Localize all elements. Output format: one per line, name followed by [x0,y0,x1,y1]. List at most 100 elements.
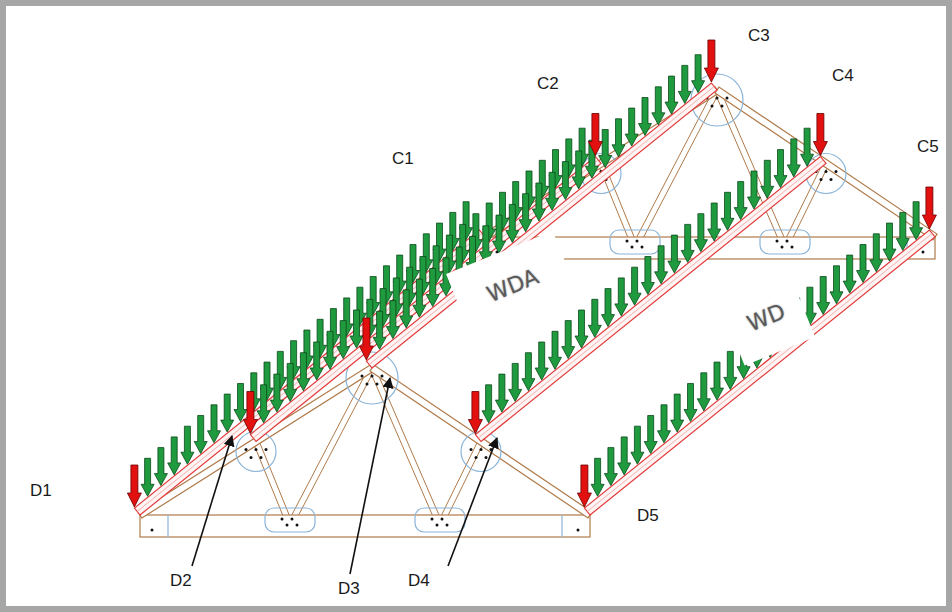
load-arrow [168,437,181,475]
load-arrow [604,448,617,486]
truss [138,352,592,537]
gusset-plate [610,230,660,254]
load-arrow [830,266,843,304]
nail-dot [296,524,299,527]
load-arrow [724,351,737,389]
load-arrow [692,55,705,93]
load-arrow [857,245,870,283]
gusset-plate [760,230,810,254]
load-arrow [575,310,588,348]
nail-dot [361,375,364,378]
callout-label: D2 [170,572,192,591]
load-arrow [154,448,167,486]
load-arrow [181,426,194,464]
nail-dot [820,178,823,181]
load-arrow [572,151,585,189]
callout-label: D3 [338,580,360,599]
load-arrow [493,215,506,253]
load-arrow [655,246,668,284]
load-arrow [684,384,697,422]
load-arrow [883,223,896,261]
load-arrow [270,374,283,412]
load-arrow [509,363,522,401]
nail-dot [376,383,379,386]
load-arrow [194,416,207,454]
frame [3,3,949,609]
purlin-edge [253,160,598,438]
purlin-edge [137,233,482,511]
purlin-member [134,230,485,515]
nail-dot [577,529,580,532]
nail-dot [485,456,488,459]
nail-dot [781,246,784,249]
nail-dot [641,246,644,249]
load-arrow [734,182,747,220]
nail-dot [291,518,294,521]
load-arrow [257,385,270,423]
load-arrow [426,269,439,307]
load-arrow [910,202,923,240]
load-arrow [373,311,386,349]
load-arrow [681,224,694,262]
nail-dot [265,448,268,451]
nail-dot [281,518,284,521]
load-arrow [678,65,691,103]
load-arrow [697,373,710,411]
load-arrow [284,363,297,401]
distributed-load [141,55,923,497]
load-arrow [711,362,724,400]
load-arrow [599,130,612,168]
callout-label: C4 [832,67,854,86]
nail-dot [786,240,789,243]
nail-dot [436,524,439,527]
callout-label: C2 [537,75,559,94]
nail-dot [371,375,374,378]
load-arrow [141,458,154,496]
callout-label: D4 [408,572,430,591]
load-arrow [870,234,883,272]
nail-dot [922,251,925,254]
callout-label: D5 [637,507,659,526]
nail-dot [636,240,639,243]
nail-dot [151,529,154,532]
end-post [561,515,562,537]
nail-dot [381,375,384,378]
nail-dot [470,448,473,451]
nail-dot [446,524,449,527]
purlin-member [366,83,717,368]
nail-dot [830,178,833,181]
purlin-member [584,230,935,515]
nail-dot [475,456,478,459]
load-arrow [519,194,532,232]
load-arrow [628,267,641,305]
load-arrow [896,212,909,250]
load-arrow [350,310,363,348]
load-arrow [602,289,615,327]
load-arrow [652,87,665,125]
nail-dot [721,105,724,108]
load-arrow [708,203,721,241]
nail-dot [250,456,253,459]
purlin-edge [587,233,932,511]
nail-dot [626,240,629,243]
load-arrow [631,426,644,464]
load-arrow [522,353,535,391]
nail-dot [726,97,729,100]
load-arrow [532,183,545,221]
point-load-arrow [577,465,591,507]
load-arrow [506,204,519,242]
load-arrow [221,394,234,432]
load-arrow [668,235,681,273]
load-arrow [658,405,671,443]
nail-dot [245,448,248,451]
gusset-plate [415,508,465,532]
nail-dot [286,524,289,527]
truss-web [253,440,293,526]
nail-dot [631,246,634,249]
purlin-member [250,157,601,442]
point-load-arrow [588,114,602,156]
load-arrow [671,394,684,432]
nail-dot [776,240,779,243]
point-load-arrow [243,392,257,434]
